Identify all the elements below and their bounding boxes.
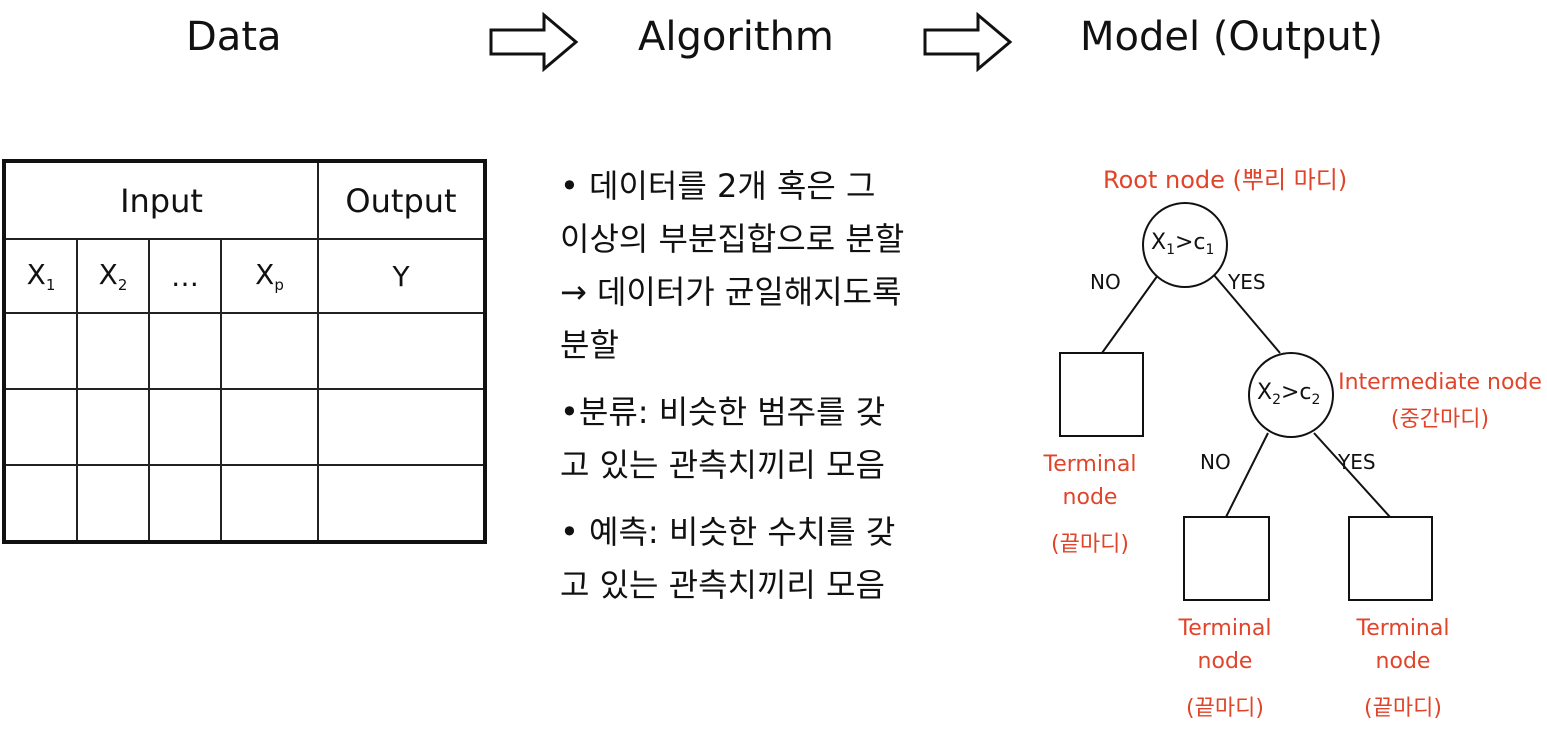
- intermediate-node: [1248, 352, 1334, 438]
- column-x1: X1: [3, 238, 78, 314]
- bullet-classification: •분류: 비슷한 범주를 갖 고 있는 관측치끼리 모음: [560, 393, 886, 484]
- right-arrow-icon: [489, 12, 579, 72]
- data-table: Input Output X1 X2 … Xp Y: [2, 159, 487, 544]
- column-y: Y: [317, 238, 486, 314]
- tree-edge: [1207, 267, 1281, 354]
- bullet-regression: • 예측: 비슷한 수치를 갖 고 있는 관측치끼리 모음: [560, 513, 896, 604]
- tree-edge: [1101, 267, 1164, 354]
- terminal-node-label: Terminal node (끝마디): [1356, 616, 1450, 721]
- table-row: [3, 312, 486, 390]
- bullet-split: • 데이터를 2개 혹은 그 이상의 부분집합으로 분할 → 데이터가 균일해지…: [560, 167, 905, 364]
- intermediate-no-label: NO: [1200, 450, 1231, 474]
- root-node: [1142, 202, 1228, 288]
- terminal-node-box: [1183, 516, 1270, 601]
- flow-step-data: Data: [186, 14, 282, 60]
- terminal-node-label: Terminal node (끝마디): [1178, 616, 1272, 721]
- column-ellipsis: …: [148, 238, 222, 314]
- root-node-label: Root node (뿌리 마디): [1103, 166, 1348, 194]
- terminal-node-box: [1059, 352, 1144, 437]
- terminal-node-label: Terminal node (끝마디): [1043, 452, 1137, 557]
- root-node-condition: X1>c1: [1151, 230, 1215, 258]
- root-no-label: NO: [1090, 270, 1121, 294]
- intermediate-node-condition: X2>c2: [1257, 380, 1321, 408]
- column-xp: Xp: [220, 238, 319, 314]
- root-yes-label: YES: [1228, 270, 1266, 294]
- right-arrow-icon: [923, 12, 1013, 72]
- terminal-node-box: [1348, 516, 1433, 601]
- output-header: Output: [317, 160, 486, 240]
- table-row: [3, 464, 486, 543]
- input-header: Input: [3, 160, 319, 240]
- flow-step-model: Model (Output): [1080, 14, 1383, 60]
- tree-edge: [1225, 432, 1269, 518]
- intermediate-yes-label: YES: [1338, 450, 1376, 474]
- column-x2: X2: [76, 238, 150, 314]
- flow-step-algorithm: Algorithm: [638, 14, 834, 60]
- tree-edge: [1313, 432, 1391, 518]
- intermediate-node-label: Intermediate node (중간마디): [1338, 370, 1542, 432]
- algorithm-bullets: • 데이터를 2개 혹은 그 이상의 부분집합으로 분할 → 데이터가 균일해지…: [560, 160, 980, 626]
- table-row: [3, 388, 486, 466]
